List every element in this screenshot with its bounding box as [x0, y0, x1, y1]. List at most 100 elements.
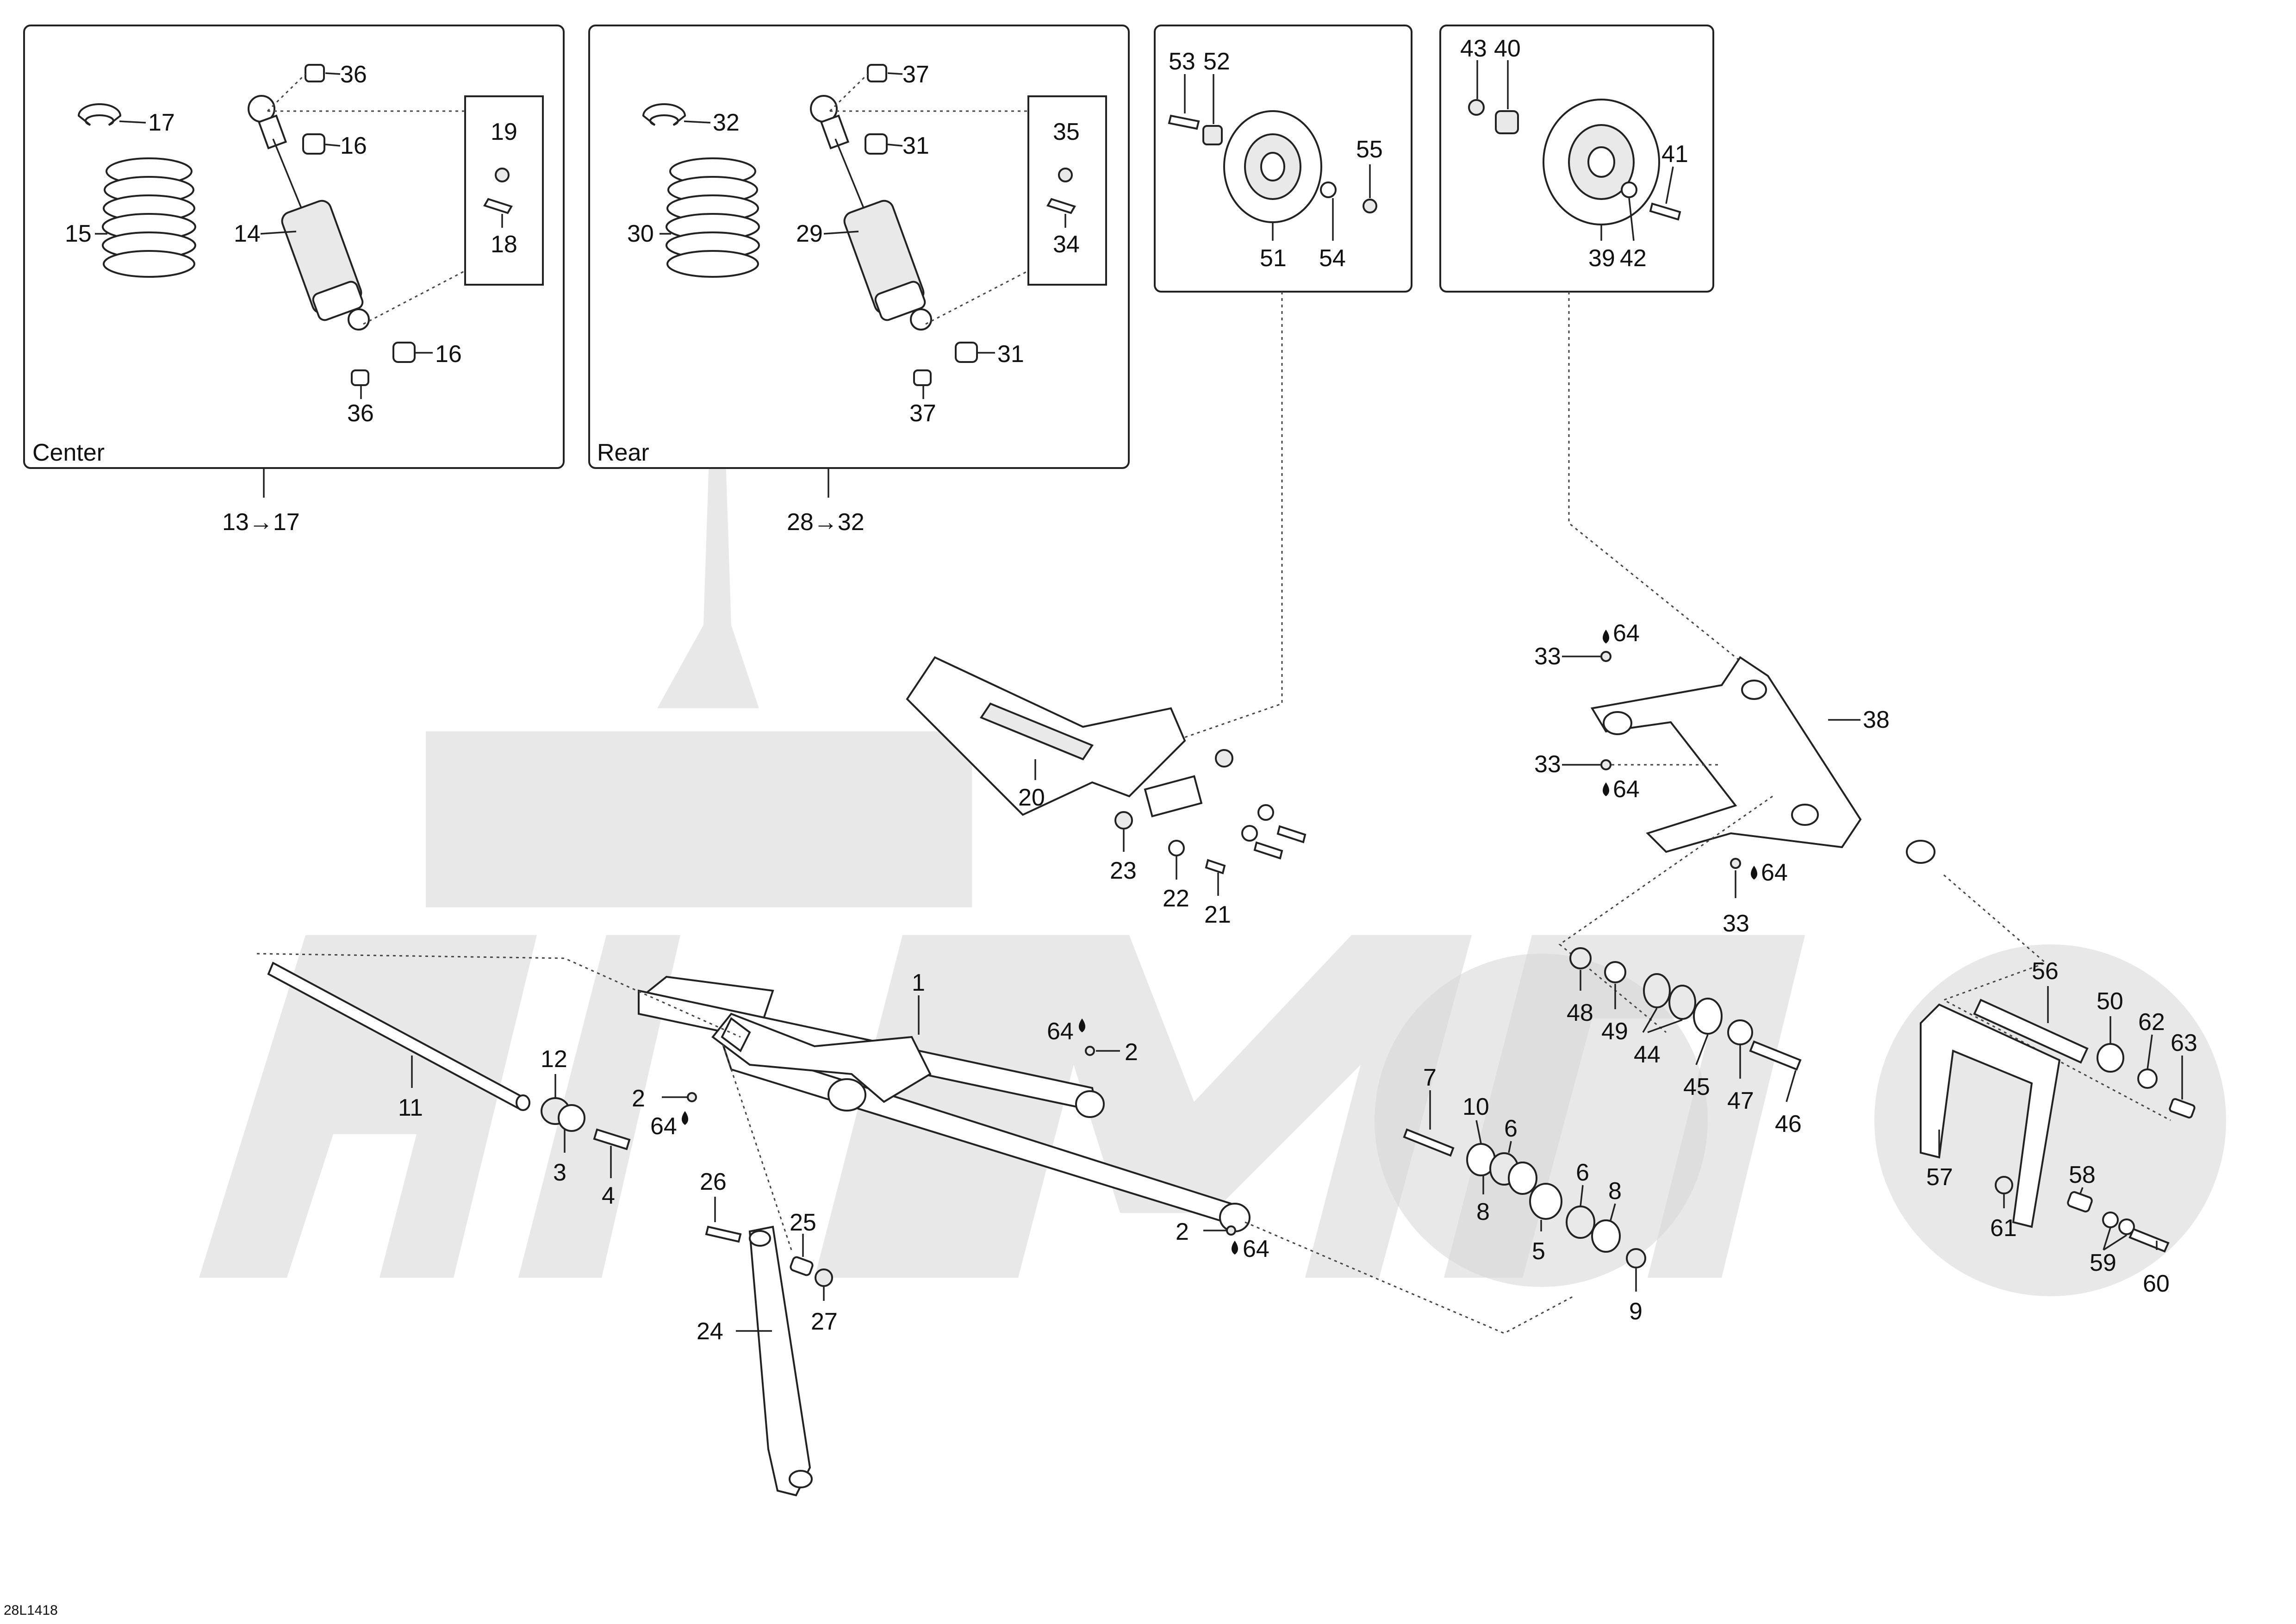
center-pivot-bolt	[1403, 1128, 1455, 1157]
callout-51: 51	[1260, 245, 1287, 272]
callout-33a: 33	[1534, 643, 1561, 670]
center-pivot-hardware: 7 10 6 8 5 6 8 9	[1403, 1064, 1646, 1325]
callout-57: 57	[1926, 1164, 1953, 1191]
rear-bushing-upper	[865, 133, 888, 155]
front-cross-box	[1144, 775, 1203, 818]
idler-b-nut	[1468, 99, 1485, 116]
callout-14: 14	[234, 220, 261, 247]
idler-a-ref-line	[1161, 292, 1283, 746]
stopper-bolt-short	[2169, 1098, 2196, 1119]
callout-4: 4	[602, 1182, 615, 1209]
callout-61: 61	[1990, 1215, 2017, 1242]
front-cross-washer-3	[1168, 840, 1185, 856]
callout-59: 59	[2090, 1249, 2116, 1276]
callout-36: 36	[340, 61, 367, 88]
callout-3: 3	[553, 1159, 566, 1186]
callout-31: 31	[902, 132, 929, 159]
watermark-logo	[199, 347, 2226, 1296]
callout-34: 34	[1053, 231, 1080, 258]
callout-15: 15	[65, 220, 92, 247]
callout-44: 44	[1634, 1041, 1661, 1068]
center-pivot-bushing-top	[305, 64, 325, 82]
callout-27: 27	[811, 1308, 838, 1335]
front-cross-nut	[1114, 811, 1133, 830]
callout-64b: 64	[1613, 776, 1640, 803]
callout-64f: 64	[1243, 1236, 1269, 1262]
callout-1: 1	[912, 969, 925, 996]
callout-38: 38	[1863, 706, 1890, 733]
front-arm-assembly: 1 11 12 3 4 2 64 2 64 2 64	[256, 953, 1574, 1334]
callout-29: 29	[796, 220, 823, 247]
stopper-spacer	[2067, 1191, 2093, 1212]
callout-6a: 6	[1504, 1115, 1518, 1142]
rear-stopper-assembly: 56 50 62 63 57 61 58 59 60	[1920, 958, 2197, 1297]
stopper-bolt	[2128, 1228, 2170, 1253]
idler-a-washer	[1320, 181, 1337, 198]
center-pivot-bushing-bottom	[351, 369, 369, 386]
rear-bolt	[1046, 198, 1076, 214]
front-cross-support: 20 23 22 21	[906, 656, 1307, 928]
oil-drop-icon	[1603, 782, 1609, 796]
callout-16b: 16	[435, 341, 462, 368]
callout-39: 39	[1588, 245, 1615, 272]
callout-16: 16	[340, 132, 367, 159]
callout-18: 18	[491, 231, 517, 258]
callout-24: 24	[697, 1318, 723, 1345]
callout-25: 25	[790, 1209, 816, 1236]
link-spacer	[790, 1256, 814, 1276]
callout-10: 10	[1462, 1093, 1489, 1120]
callout-21: 21	[1204, 901, 1231, 928]
center-pivot-sleeve	[1529, 1183, 1562, 1220]
callout-36b: 36	[347, 400, 374, 427]
callout-7: 7	[1423, 1064, 1437, 1091]
drawing-code: 28L1418	[4, 1603, 58, 1618]
center-bushing-lower	[392, 342, 416, 363]
idler-wheel-b-group: 43 40 41 39 42	[1439, 25, 1714, 293]
callout-49: 49	[1601, 1018, 1628, 1045]
center-spring	[102, 157, 196, 278]
callout-22: 22	[1163, 885, 1189, 912]
oil-drop-icon	[1751, 866, 1757, 880]
pivot-bushing-a	[1643, 973, 1671, 1008]
callout-41: 41	[1661, 141, 1688, 168]
center-group-label: Center	[32, 439, 105, 466]
center-pivot-washer-b	[1591, 1219, 1621, 1253]
oil-drop-icon	[1232, 1241, 1238, 1255]
callout-6b: 6	[1576, 1159, 1589, 1186]
callout-52: 52	[1203, 48, 1230, 75]
callout-58: 58	[2069, 1162, 2096, 1188]
callout-50: 50	[2097, 988, 2123, 1015]
front-arm-link	[748, 1225, 811, 1497]
idler-b-bolt	[1649, 202, 1681, 221]
front-arm-link-assembly: 26 25 27 24	[697, 1168, 838, 1497]
front-cross-bolt-2	[1253, 841, 1283, 860]
rear-spring-retainer	[642, 103, 686, 126]
front-cross-washer-2	[1241, 825, 1258, 842]
stopper-nut	[1995, 1176, 2013, 1194]
idler-b-washer	[1621, 181, 1637, 198]
center-spring-retainer	[77, 103, 122, 126]
center-shock-absorber	[248, 95, 370, 331]
stopper-shaft	[1973, 999, 2089, 1064]
callout-40: 40	[1494, 35, 1521, 62]
front-arm-pivot-plate	[711, 1012, 932, 1103]
shaft-bolt	[593, 1128, 631, 1150]
callout-30: 30	[627, 220, 654, 247]
oil-drop-icon	[1079, 1018, 1085, 1032]
callout-19: 19	[491, 119, 517, 145]
callout-9: 9	[1629, 1298, 1643, 1325]
callout-8a: 8	[1476, 1199, 1490, 1225]
callout-11: 11	[398, 1094, 423, 1121]
center-hardware-inset	[464, 95, 544, 286]
callout-53: 53	[1169, 48, 1195, 75]
rear-shock-group: Rear 37	[588, 25, 1130, 536]
stopper-bushing	[2097, 1043, 2124, 1073]
callout-64c: 64	[1761, 859, 1788, 886]
front-cross-bolt-3	[1205, 859, 1226, 874]
callout-56: 56	[2032, 958, 2059, 985]
callout-46: 46	[1775, 1111, 1802, 1137]
pivot-bolt	[1749, 1040, 1802, 1071]
pivot-bushing-b	[1668, 985, 1696, 1020]
callout-23: 23	[1110, 857, 1137, 884]
